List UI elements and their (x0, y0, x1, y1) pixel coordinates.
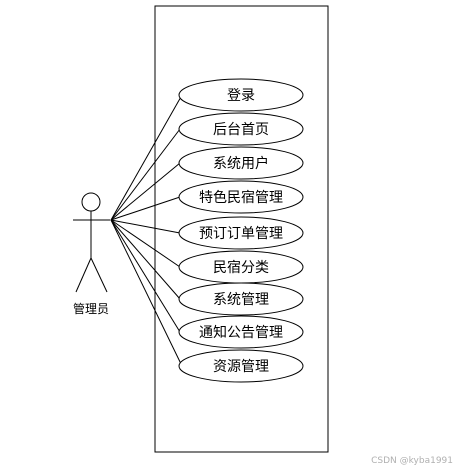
use-case-label: 资源管理 (213, 359, 269, 375)
use-case-notice-mgmt: 通知公告管理 (178, 315, 304, 349)
association-line-login (110, 94, 183, 221)
use-case-homestay-mgmt: 特色民宿管理 (178, 180, 304, 214)
actor-right-leg (90, 257, 108, 293)
system-boundary (154, 5, 329, 453)
use-case-label: 通知公告管理 (199, 324, 283, 341)
use-case-system-users: 系统用户 (178, 146, 304, 180)
use-case-resource-mgmt: 资源管理 (178, 349, 304, 383)
association-lines (110, 94, 183, 367)
use-case-label: 系统管理 (213, 292, 269, 308)
use-case-label: 系统用户 (213, 155, 269, 172)
actor-left-leg (75, 257, 92, 293)
association-line-homestay-mgmt (110, 196, 181, 221)
actor-head (81, 192, 101, 212)
use-case-label: 后台首页 (213, 122, 269, 138)
association-line-dashboard (110, 128, 181, 221)
association-line-homestay-category (110, 219, 181, 268)
use-case-label: 预订订单管理 (199, 226, 283, 242)
association-line-notice-mgmt (110, 219, 181, 333)
use-case-system-mgmt: 系统管理 (178, 282, 304, 316)
watermark: CSDN @kyba1991 (371, 456, 453, 466)
association-line-booking-mgmt (110, 219, 181, 234)
use-case-label: 特色民宿管理 (199, 189, 283, 206)
use-case-booking-mgmt: 预订订单管理 (178, 216, 304, 250)
use-case-label: 登录 (227, 88, 255, 104)
actor-name: 管理员 (73, 301, 109, 316)
actor-figure (73, 192, 110, 293)
association-line-resource-mgmt (110, 219, 183, 367)
use-case-homestay-category: 民宿分类 (178, 250, 304, 284)
use-case-label: 民宿分类 (213, 259, 269, 276)
use-case-login: 登录 (178, 78, 304, 112)
association-line-system-mgmt (110, 219, 181, 300)
association-line-system-users (110, 162, 181, 221)
use-case-dashboard: 后台首页 (178, 112, 304, 146)
